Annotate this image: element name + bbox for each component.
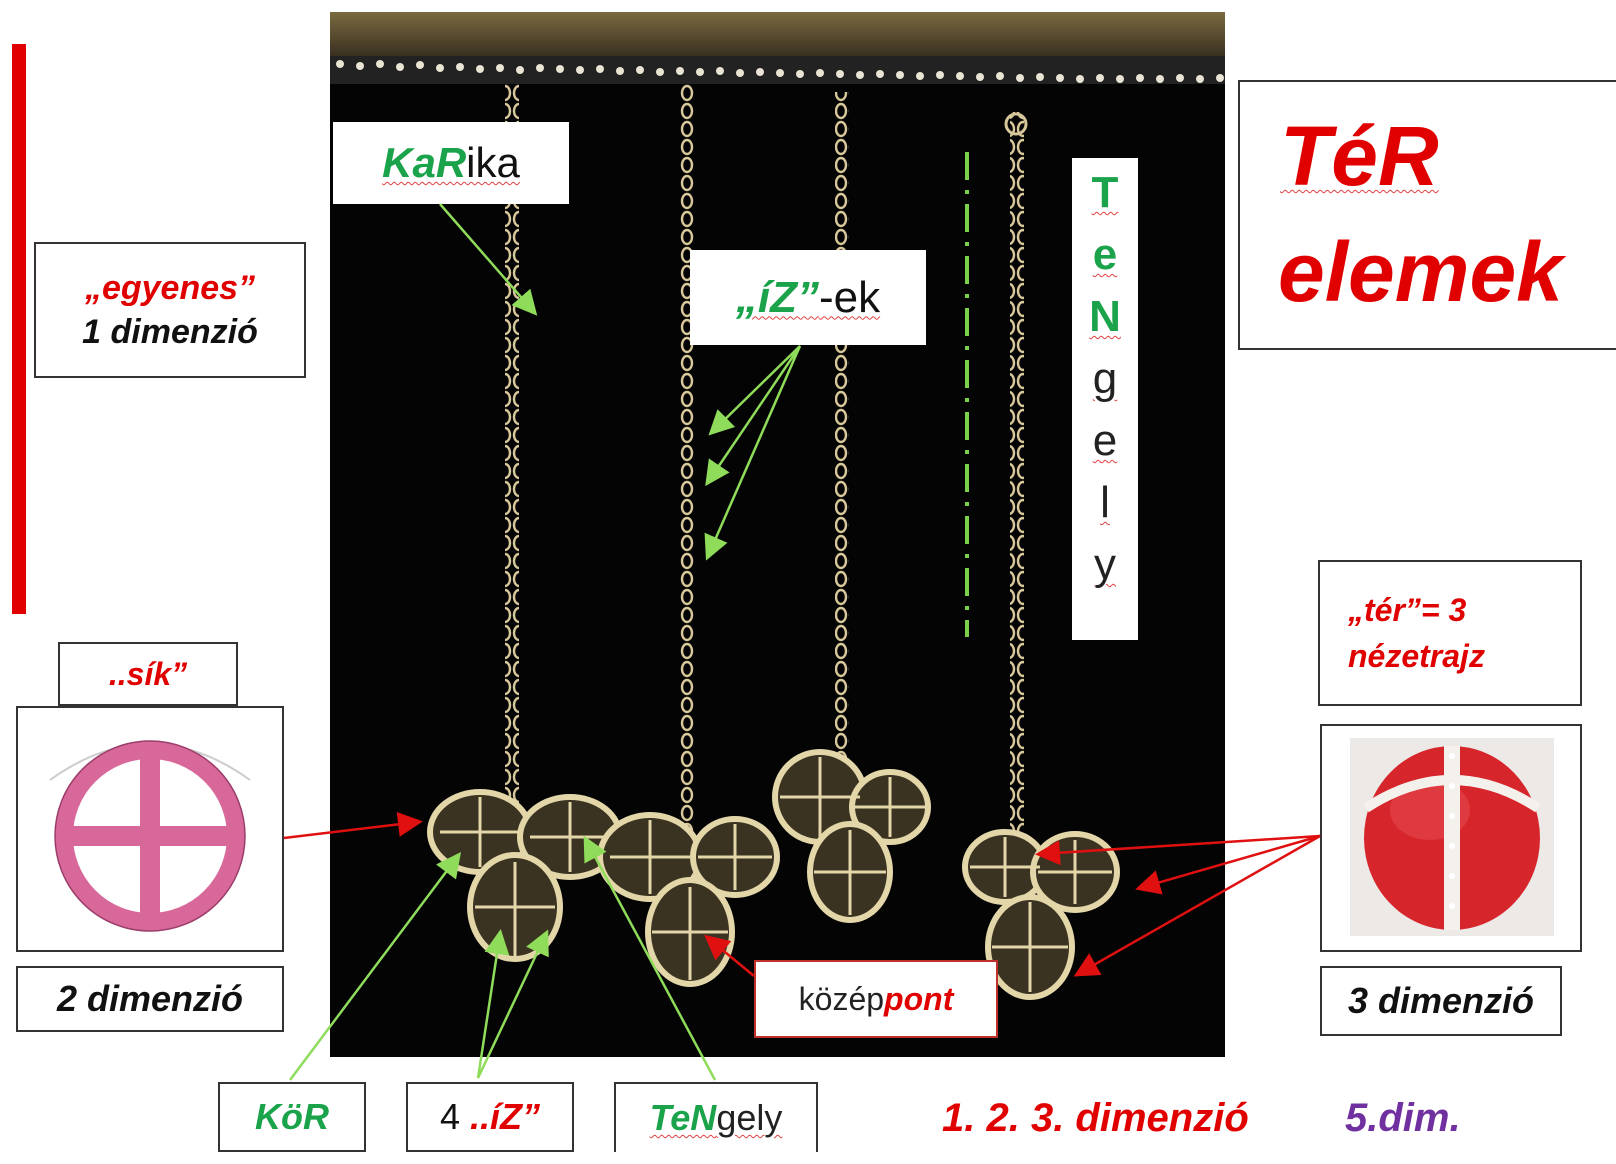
- tengely-letter-4: g: [1092, 354, 1118, 403]
- arrow-negy-iz-1: [476, 929, 510, 1079]
- sik-image-box: [16, 706, 284, 952]
- karika-label-part2: ika: [466, 139, 520, 186]
- bottom-dim5-label: 5.dim.: [1345, 1096, 1461, 1140]
- arrow-negy-iz-2: [476, 929, 549, 1079]
- tengely-part2: gely: [716, 1097, 783, 1138]
- sik-box: ..sík”: [58, 642, 238, 706]
- negy-iz-box: 4 ..íZ”: [406, 1082, 574, 1152]
- karika-label-part1: KaR: [382, 139, 467, 186]
- arrow-karika: [439, 203, 538, 316]
- kozeppont-box: középpont: [754, 960, 998, 1038]
- egyenes-label: „egyenes”: [84, 269, 256, 307]
- title-line2: elemek: [1278, 225, 1563, 319]
- arrow-iz-1: [708, 345, 801, 436]
- arrow-ter-1: [1035, 834, 1321, 866]
- dim3-label: 3 dimenzió: [1347, 980, 1535, 1021]
- arrow-sik: [283, 811, 423, 840]
- title-line1: TéR: [1280, 109, 1439, 203]
- one-dimension-line: [12, 44, 26, 614]
- negy-iz-part2: ..íZ”: [470, 1096, 541, 1137]
- arrow-iz-2: [705, 345, 802, 487]
- tengely-vertical-label: T e N g e l y: [1072, 158, 1138, 640]
- iz-ek-label-part1: „íZ”: [735, 272, 819, 322]
- ter-label: „tér”= 3: [1348, 592, 1467, 628]
- ter-image-box: [1320, 724, 1582, 952]
- bottom-dimensions-label: 1. 2. 3. dimenzió: [942, 1096, 1249, 1140]
- egyenes-box: „egyenes” 1 dimenzió: [34, 242, 306, 378]
- arrow-ter-3: [1073, 834, 1321, 977]
- tengely-letter-3: N: [1089, 292, 1121, 341]
- kor-label: KöR: [255, 1096, 329, 1137]
- tengely-letter-1: T: [1091, 168, 1119, 217]
- kozeppont-part2: pont: [884, 980, 954, 1017]
- arrow-kozeppont: [704, 934, 755, 977]
- dim1-label: 1 dimenzió: [82, 313, 258, 351]
- red-ball-icon: [1350, 738, 1554, 936]
- arrow-iz-3: [704, 345, 802, 561]
- iz-ek-label-part2: -ek: [818, 272, 881, 322]
- dim3-box: 3 dimenzió: [1320, 966, 1562, 1036]
- tengely-part1: TeN: [649, 1097, 717, 1138]
- tengely-box: TeNgely: [614, 1082, 818, 1152]
- iz-ek-label: „íZ”-ek: [690, 250, 926, 345]
- dim2-label: 2 dimenzió: [56, 978, 244, 1019]
- nezetrajz-label: nézetrajz: [1348, 638, 1485, 674]
- ter-nezetrajz-box: „tér”= 3 nézetrajz: [1318, 560, 1582, 706]
- negy-iz-part1: 4: [439, 1096, 471, 1137]
- dim2-box: 2 dimenzió: [16, 966, 284, 1032]
- pink-circle-cross-icon: [49, 740, 251, 932]
- title-box: TéR elemek: [1238, 80, 1616, 350]
- tengely-letter-5: e: [1092, 416, 1118, 465]
- sik-label: ..sík”: [108, 655, 188, 692]
- arrow-kor: [289, 852, 461, 1081]
- tengely-letter-7: y: [1094, 540, 1116, 589]
- kozeppont-part1: közép: [798, 980, 885, 1017]
- arrow-ter-2: [1135, 834, 1321, 895]
- arrow-tengely: [583, 835, 717, 1081]
- tengely-letter-2: e: [1092, 230, 1118, 279]
- kor-box: KöR: [218, 1082, 366, 1152]
- karika-label: KaRika: [333, 122, 569, 204]
- tengely-letter-6: l: [1100, 478, 1110, 527]
